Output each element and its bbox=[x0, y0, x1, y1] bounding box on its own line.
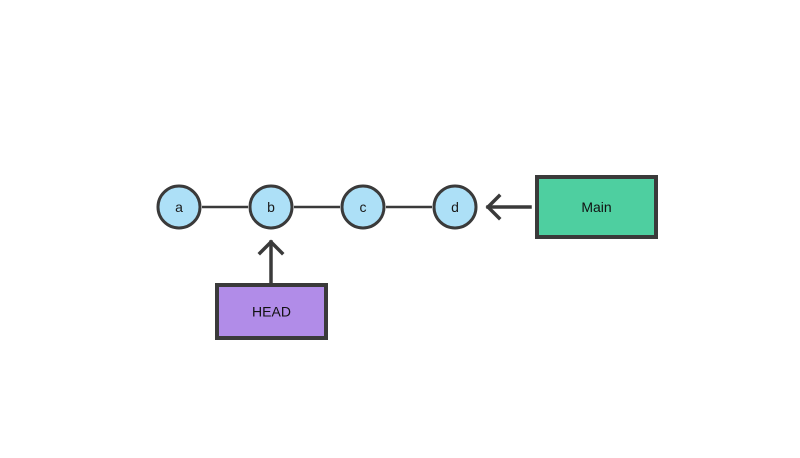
branch-pointer-arrow-icon bbox=[485, 193, 532, 221]
branch-ref-box[interactable] bbox=[535, 175, 658, 239]
commit-node-b[interactable]: b bbox=[248, 184, 294, 230]
commit-circle-c[interactable] bbox=[340, 184, 386, 230]
head-arrow-head bbox=[257, 239, 285, 256]
head-ref[interactable]: HEAD bbox=[215, 283, 328, 340]
commit-circle-d[interactable] bbox=[432, 184, 478, 230]
branch-ref-main[interactable]: Main bbox=[535, 175, 658, 239]
head-ref-box[interactable] bbox=[215, 283, 328, 340]
commit-circle-a[interactable] bbox=[156, 184, 202, 230]
commit-node-c[interactable]: c bbox=[340, 184, 386, 230]
commit-node-d[interactable]: d bbox=[432, 184, 478, 230]
commit-node-a[interactable]: a bbox=[156, 184, 202, 230]
commit-circle-b[interactable] bbox=[248, 184, 294, 230]
branch-arrow-head bbox=[485, 193, 502, 221]
commit-nodes: a b c d bbox=[156, 184, 478, 230]
head-pointer-arrow-icon bbox=[257, 239, 285, 284]
